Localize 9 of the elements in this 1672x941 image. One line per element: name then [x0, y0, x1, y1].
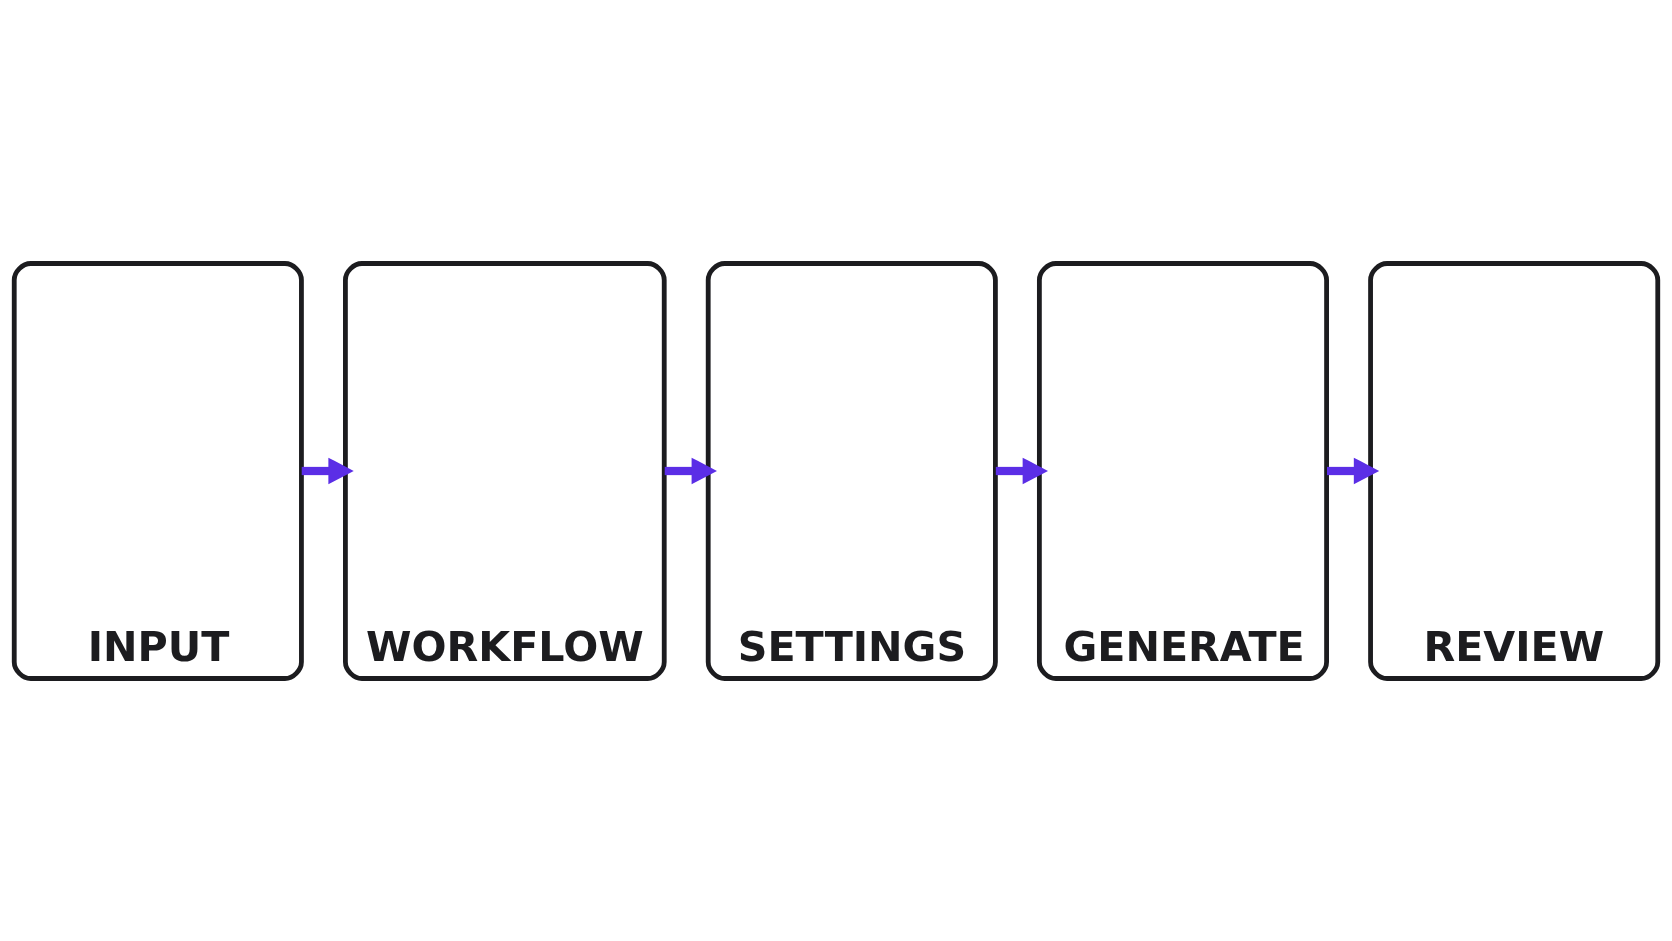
arrow [995, 457, 1048, 484]
node-box: GENERATE [1036, 260, 1329, 681]
arrow [1327, 457, 1380, 484]
node-box: INPUT [11, 260, 304, 681]
node-box: SETTINGS [705, 260, 998, 681]
node-box: REVIEW [1368, 260, 1661, 681]
arrow [301, 457, 354, 484]
node-box: WORKFLOW [343, 260, 667, 681]
arrow [664, 457, 717, 484]
